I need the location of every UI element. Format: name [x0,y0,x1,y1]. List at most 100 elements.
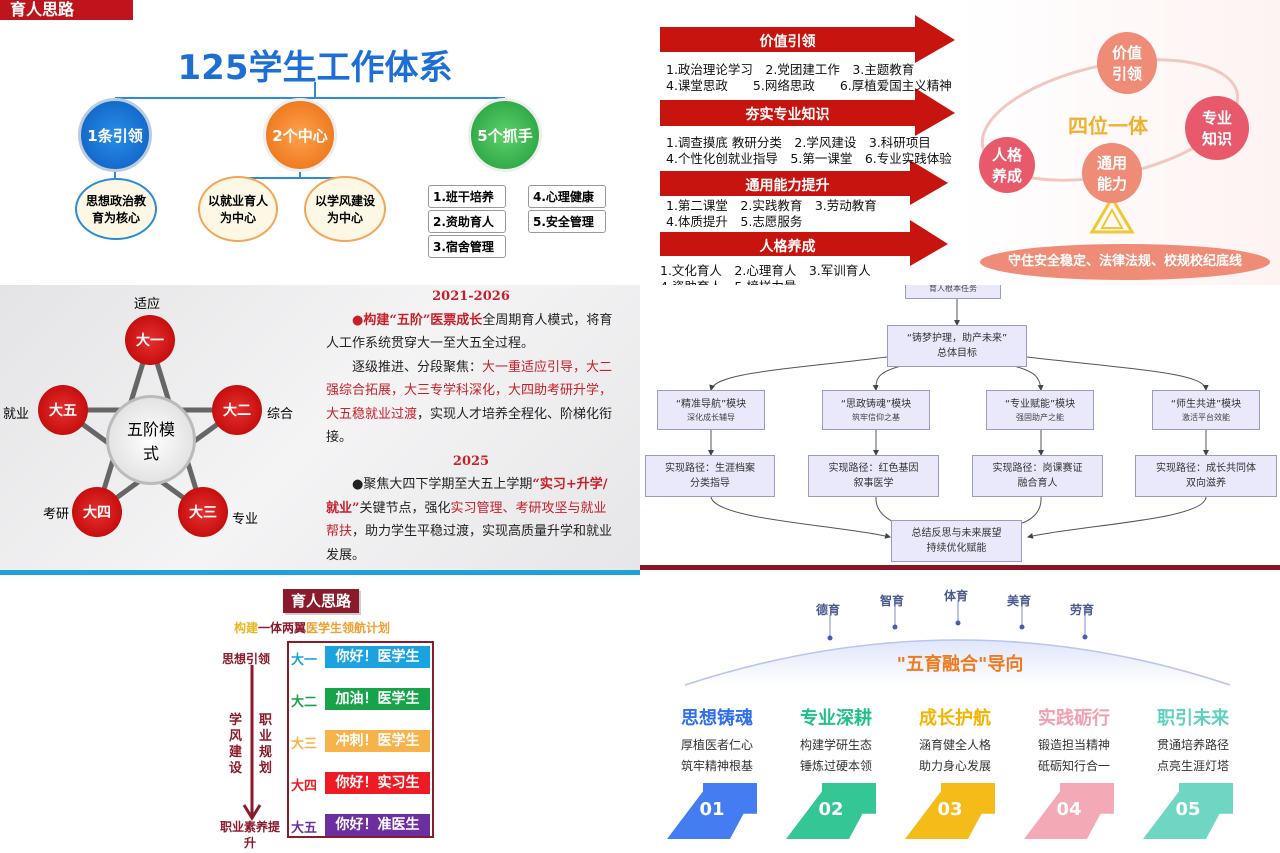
flow-module: “师生共进”模块激活平台效能 [1152,390,1260,430]
flow-final-box: 总结反思与未来展望持续优化赋能 [891,520,1022,562]
banner-title: 通用能力提升 [745,178,830,194]
year-label: 大一 [291,653,318,668]
flow-connectors [708,299,1209,539]
year-label: 大五 [291,821,318,836]
panel-flowchart: 育人根本任务 “铸梦护理，助产未来”总体目标 “精准导航”模块深化成长辅导 “思… [640,285,1280,575]
banner-title: 价值引领 [759,34,816,50]
divider [0,570,640,575]
year-label: 大二 [291,695,318,710]
year-slogan: 冲刺！医学生 [325,730,430,752]
pillar-heading: 思想铸魂 [681,708,753,729]
pillar-heading: 职引未来 [1157,708,1229,729]
pillar-line: 锻造担当精神 [1037,738,1110,752]
flow-module: “专业赋能”模块强固助产之能 [986,390,1094,430]
label-left: 学风建设 [229,713,243,776]
year-slogan: 加油！医学生 [325,688,430,710]
panel-navigation-plan: 育人思路 构建一体两翼医学生领航计划 思想引领 学风建设 职业规划 职业素养提升… [0,575,640,853]
base-banner: 守住安全稳定、法律法规、校规校纪底线 [980,244,1270,280]
panel-five-stage: 五阶模式 大一 大二 大三 大四 大五 适应 综合 专业 考研 就业 2021-… [0,285,640,575]
year-slogan: 你好！准医生 [325,814,430,836]
flow-goal-box: “铸梦护理，助产未来”总体目标 [887,325,1027,367]
pillar-line: 砥砺知行合一 [1037,759,1110,773]
page-title: 125学生工作体系 [177,48,453,88]
section-tag: 育人思路 [0,0,133,20]
handle-item: 3.宿舍管理 [428,235,506,258]
stage-node: 大三 [178,487,228,537]
banner-line: 4.体质提升 5.志愿服务 [666,214,803,229]
paragraph: 逐级推进、分段聚焦：大一重适应引导，大二强综合拓展，大三专学科深化，大四助考研升… [326,359,613,446]
arc-label: 美育 [1007,594,1032,608]
flow-path: 实现路径：岗课赛证融合育人 [972,455,1103,497]
stage-label: 考研 [43,507,70,522]
pillar-line: 贯通培养路径 [1156,738,1229,752]
center-label: 四位一体 [1068,114,1148,138]
pillar-number: 02 [818,799,844,820]
pillar-number: 05 [1175,799,1201,820]
leaf-employment: 以就业育人为中心 [198,176,278,242]
stage-node: 大二 [212,385,262,435]
divider [640,565,1280,570]
section-title: "五育融合"导向 [896,654,1024,675]
pillar-line: 涵育健全人格 [918,738,991,752]
handle-item: 5.安全管理 [528,210,606,233]
circle-knowledge: 专业知识 [1185,96,1249,160]
banner-line: 4.课堂思政 5.网络思政 6.厚植爱国主义精神 [666,78,952,93]
flow-path: 实现路径：生涯档案分类指导 [645,455,775,497]
label-top: 思想引领 [222,652,271,666]
pillar-line: 助力身心发展 [918,759,991,773]
stage-node: 大四 [72,487,122,537]
pillar-line: 点亮生涯灯塔 [1156,759,1229,773]
stage-node: 大一 [125,315,175,365]
year-heading: 2025 [452,453,490,469]
year-frame [287,641,434,838]
banner-title: 夯实专业知识 [745,107,830,123]
banner-line: 1.文化育人 2.心理育人 3.军训育人 [660,263,871,278]
leaf-study-style: 以学风建设为中心 [304,176,386,242]
year-slogan: 你好！实习生 [325,772,430,794]
circle-character: 人格养成 [979,137,1035,193]
leaf-ideology: 思想政治教育为核心 [75,178,157,240]
flow-top-box: 育人根本任务 [905,285,1001,299]
year-label: 大三 [291,737,318,752]
panel-four-in-one: 价值引领 1.政治理论学习 2.党团建工作 3.主题教育 4.课堂思政 5.网络… [640,0,1280,285]
arc-label: 体育 [944,589,969,603]
label-bottom: 职业素养提升 [220,820,281,850]
center-five-stage: 五阶模式 [106,395,196,485]
subtitle: 构建一体两翼医学生领航计划 [234,621,391,635]
orbit [980,58,1240,234]
stage-label: 就业 [3,407,30,422]
flow-module: “思政铸魂”模块筑牢信仰之基 [822,390,930,430]
pillar-number: 01 [699,799,725,820]
flow-path: 实现路径：成长共同体双向滋养 [1135,455,1277,497]
arc-label: 德育 [816,603,841,617]
stage-label: 适应 [134,297,161,312]
year-heading: 2021-2026 [432,289,510,304]
pillar-number: 04 [1056,799,1082,820]
stage-node: 大五 [38,385,88,435]
year-slogan: 你好！医学生 [325,646,430,668]
handle-item: 1.班干培养 [428,185,506,208]
pillar-line: 构建学研生态 [799,738,872,752]
banner-line: 1.第二课堂 2.实践教育 3.劳动教育 [666,198,877,213]
node-one-guide: 1条引领 [78,98,152,172]
progress-arrow [242,665,262,821]
pillar-heading: 专业深耕 [800,708,872,729]
banner-line: 1.调查摸底 教研分类 2.学风建设 3.科研项目 [666,135,931,150]
paragraph: ●构建“五阶”医票成长全周期育人模式，将育人工作系统贯穿大一至大五全过程。 [326,312,613,352]
paragraph: ●聚焦大四下学期至大五上学期“实习+升学/就业”关键节点，强化实习管理、考研攻坚… [326,477,613,563]
circle-ability: 通用能力 [1082,143,1142,203]
flow-module: “精准导航”模块深化成长辅导 [657,390,765,430]
label-right: 职业规划 [259,713,273,776]
arc-label: 劳育 [1070,603,1095,617]
banner-line: 4.个性化创就业指导 5.第一课堂 6.专业实践体验 [666,151,952,166]
banner-line: 4.资助育人 5.榜样力量 [660,276,796,285]
pillar-line: 锤炼过硬本领 [799,759,872,773]
node-five-handles: 5个抓手 [468,98,542,172]
flow-path: 实现路径：红色基因叙事医学 [808,455,939,497]
banner-line: 1.政治理论学习 2.党团建工作 3.主题教育 [666,62,915,77]
pillar-line: 厚植医者仁心 [680,738,753,752]
handle-item: 4.心理健康 [528,185,606,208]
circle-value: 价值引领 [1097,32,1157,94]
handle-item: 2.资助育人 [428,210,506,233]
banner-arrows [660,15,955,266]
